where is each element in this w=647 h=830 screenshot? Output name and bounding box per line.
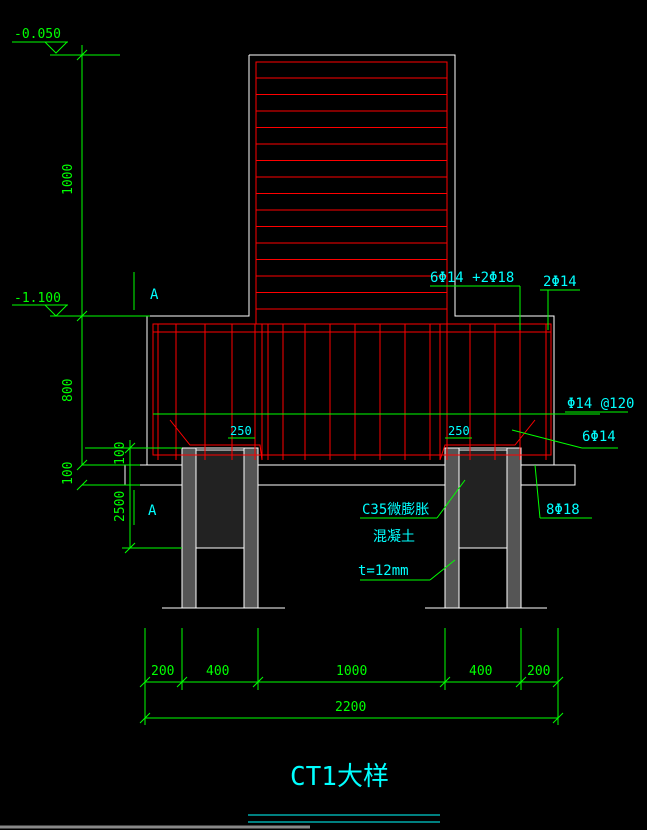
- bottom-rebar-label: 6Φ14: [582, 429, 616, 445]
- drawing-title: CT1大样: [290, 762, 389, 792]
- section-mark-upper: A: [150, 287, 159, 303]
- side-rebar-label: 2Φ14: [543, 274, 577, 290]
- pile-rebar-label: 8Φ18: [546, 502, 580, 518]
- vertical-dimensions: [50, 45, 182, 554]
- dim-250-left: 250: [230, 424, 252, 438]
- dim-v3: 100: [61, 462, 76, 485]
- section-mark-lower: A: [148, 503, 157, 519]
- title-underline: [248, 814, 440, 823]
- elevation-mid-label: -1.100: [14, 291, 61, 306]
- dim-250-right: 250: [448, 424, 470, 438]
- dim-h4: 400: [469, 664, 492, 679]
- concrete-label-2: 混凝土: [373, 529, 415, 545]
- stirrup-label: Φ14 @120: [567, 396, 634, 412]
- right-pile: [444, 447, 522, 609]
- thickness-label: t=12mm: [358, 563, 409, 579]
- dim-total: 2200: [335, 700, 366, 715]
- annotation-leaders: [228, 285, 628, 581]
- dim-h1: 200: [151, 664, 174, 679]
- dim-h5: 200: [527, 664, 550, 679]
- dim-h3: 1000: [336, 664, 367, 679]
- concrete-outline: [124, 54, 576, 486]
- dim-v2: 800: [61, 379, 76, 402]
- dim-v4: 100: [113, 442, 128, 465]
- elevation-top-label: -0.050: [14, 27, 61, 42]
- cap-rebar: [152, 323, 552, 461]
- column-rebar: [255, 61, 448, 325]
- dim-v1: 1000: [61, 164, 76, 195]
- left-pile-core: [195, 449, 245, 549]
- elevation-markers: [12, 41, 68, 317]
- concrete-label-1: C35微膨胀: [362, 501, 429, 518]
- horizontal-dimensions: [139, 628, 564, 725]
- dim-v5: 2500: [113, 491, 128, 522]
- top-rebar-label: 6Φ14 +2Φ18: [430, 270, 514, 286]
- right-pile-core: [458, 449, 508, 549]
- dim-h2: 400: [206, 664, 229, 679]
- left-pile: [181, 447, 259, 609]
